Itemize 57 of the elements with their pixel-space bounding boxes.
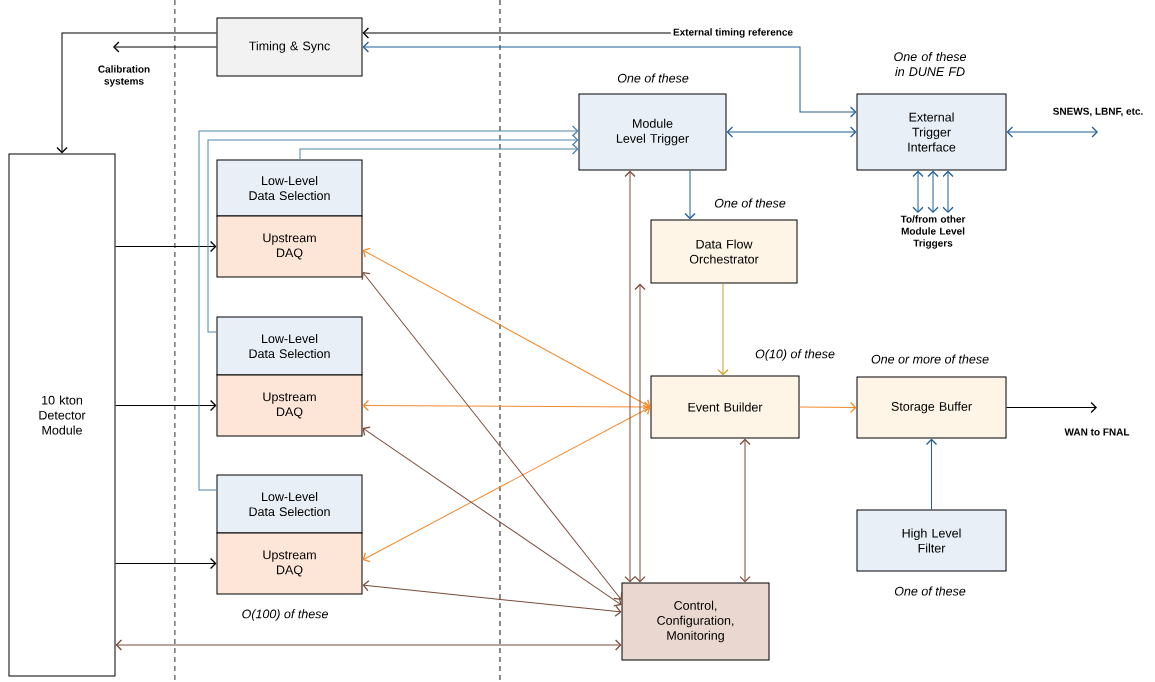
arrow bbox=[927, 170, 939, 214]
arrow bbox=[207, 134, 579, 333]
arrow bbox=[362, 426, 622, 607]
arrow bbox=[1006, 401, 1097, 414]
annotation-text: External timing reference bbox=[673, 28, 793, 38]
arrow bbox=[115, 399, 217, 412]
process-box: High Level Filter bbox=[856, 509, 1007, 572]
arrow bbox=[684, 170, 696, 220]
note-text: One of these bbox=[617, 73, 689, 83]
annotation-text: Calibration systems bbox=[98, 65, 150, 87]
note-text: One of these bbox=[714, 198, 786, 208]
arrow bbox=[362, 27, 672, 39]
annotation-text: To/from other Module Level Triggers bbox=[900, 215, 966, 249]
arrow bbox=[362, 580, 622, 617]
arrow bbox=[115, 557, 217, 570]
arrow bbox=[115, 639, 622, 651]
arrow bbox=[362, 41, 857, 118]
arrow bbox=[299, 143, 579, 160]
note-text: One of these bbox=[894, 586, 966, 596]
note-text: O(10) of these bbox=[755, 349, 835, 361]
process-box: Low-Level Data Selection bbox=[216, 159, 363, 217]
process-box: Upstream DAQ bbox=[216, 374, 363, 437]
process-box: Low-Level Data Selection bbox=[216, 474, 363, 534]
process-box: Data Flow Orchestrator bbox=[650, 219, 798, 284]
process-box: External Trigger Interface bbox=[856, 93, 1007, 171]
arrow bbox=[361, 272, 623, 600]
process-box: Upstream DAQ bbox=[216, 215, 363, 278]
arrow bbox=[942, 170, 954, 214]
process-box: Storage Buffer bbox=[856, 376, 1007, 439]
process-box: Module Level Trigger bbox=[578, 93, 727, 171]
arrow bbox=[362, 247, 651, 410]
arrow bbox=[739, 438, 751, 583]
process-box: Control, Configuration, Monitoring bbox=[621, 582, 770, 661]
arrow bbox=[115, 240, 217, 253]
arrow bbox=[1006, 126, 1098, 138]
annotation-text: WAN to FNAL bbox=[1064, 428, 1130, 436]
note-text: One of these in DUNE FD bbox=[894, 51, 967, 77]
process-box: 10 kton Detector Module bbox=[8, 153, 116, 677]
annotation-text: SNEWS, LBNF, etc. bbox=[1053, 107, 1143, 117]
process-box: Timing & Sync bbox=[216, 17, 363, 77]
process-box: Upstream DAQ bbox=[216, 532, 363, 595]
arrow bbox=[925, 438, 938, 510]
process-box: Low-Level Data Selection bbox=[216, 316, 363, 376]
arrow bbox=[113, 41, 217, 53]
note-text: One or more of these bbox=[871, 354, 989, 364]
arrow bbox=[799, 401, 857, 414]
arrow bbox=[624, 170, 636, 583]
arrow bbox=[56, 32, 217, 154]
arrow bbox=[362, 404, 651, 563]
arrow bbox=[717, 283, 729, 376]
arrow bbox=[912, 170, 924, 214]
arrow bbox=[362, 399, 651, 413]
arrow bbox=[726, 126, 857, 138]
process-box: Event Builder bbox=[650, 375, 800, 439]
note-text: O(100) of these bbox=[242, 609, 328, 621]
arrow bbox=[198, 125, 579, 491]
arrow bbox=[634, 283, 646, 583]
